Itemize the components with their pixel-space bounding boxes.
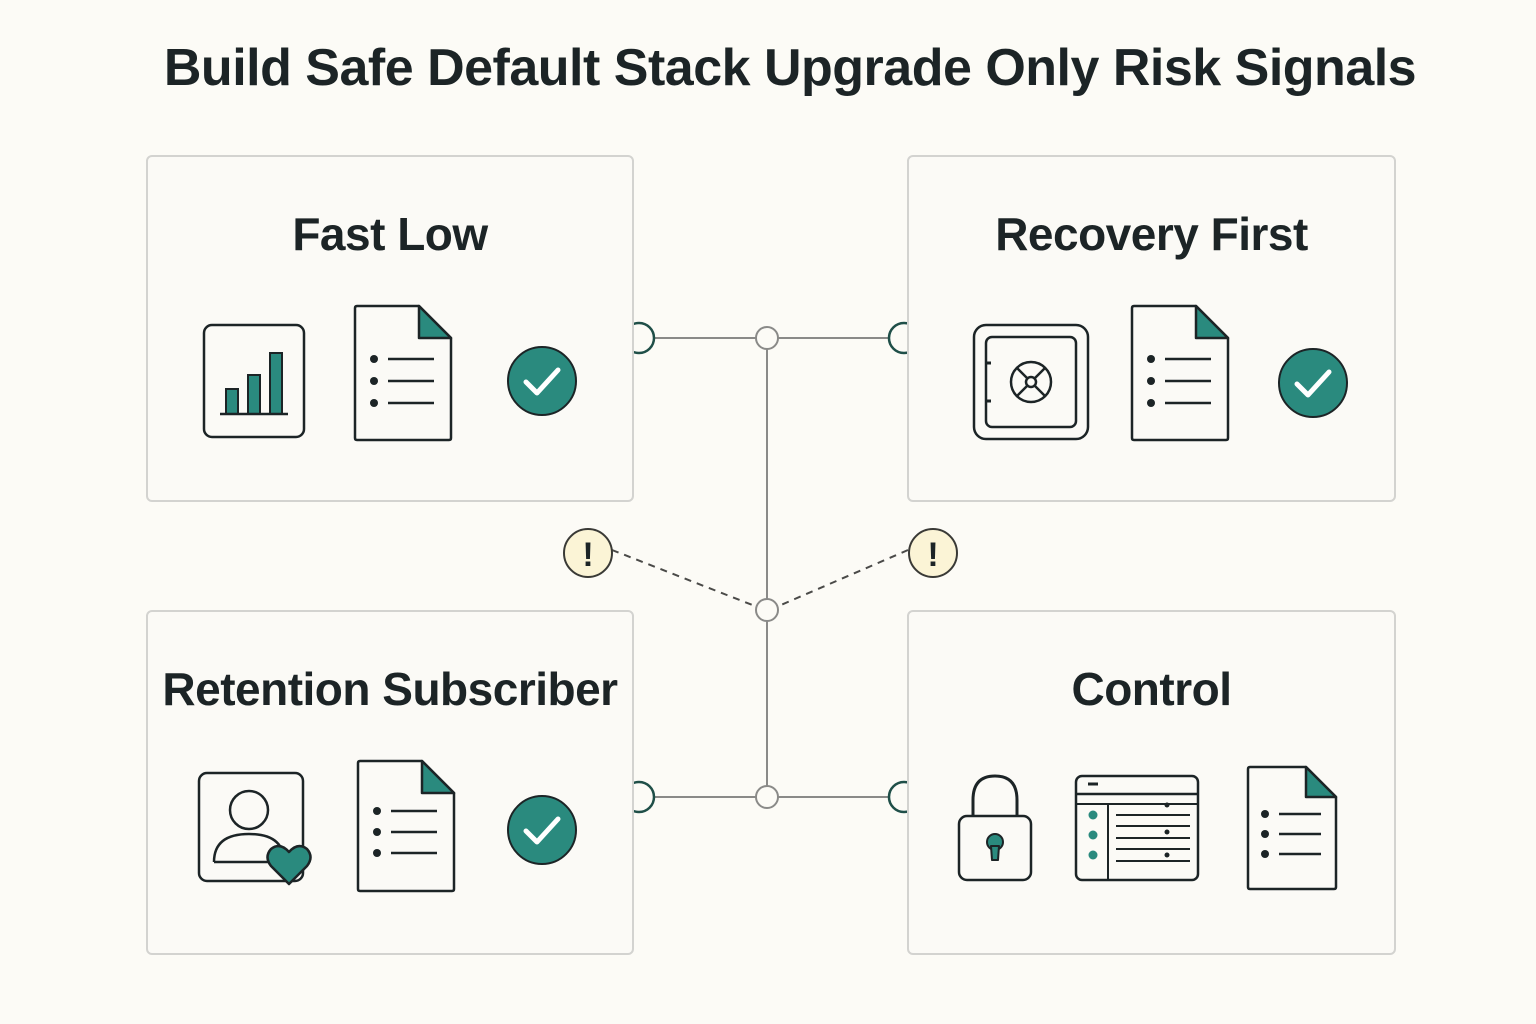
left-warning-dashed-line xyxy=(611,549,761,609)
check-circle-icon xyxy=(507,346,577,416)
warning-mark-right: ! xyxy=(927,536,938,574)
padlock-icon xyxy=(957,774,1033,882)
check-circle-icon xyxy=(507,795,577,865)
panel-title: Recovery First xyxy=(995,208,1308,260)
bar-chart-icon xyxy=(202,323,306,439)
panel-retention-subscriber: Retention Subscriber xyxy=(146,610,634,955)
junction-node-top xyxy=(755,326,779,350)
junction-node-bottom xyxy=(755,785,779,809)
junction-node-middle xyxy=(755,598,779,622)
document-list-icon xyxy=(353,304,453,442)
panel-recovery-first: Recovery First xyxy=(907,155,1396,502)
check-circle-icon xyxy=(1278,348,1348,418)
panel-title: Control xyxy=(1071,663,1232,715)
right-warning-dashed-line xyxy=(773,549,909,609)
warning-badge-right xyxy=(908,528,958,578)
document-list-icon xyxy=(356,759,456,893)
warning-mark-left: ! xyxy=(582,536,593,574)
diagram-title: Build Safe Default Stack Upgrade Only Ri… xyxy=(163,39,1417,97)
document-list-icon xyxy=(1130,304,1230,442)
data-table-icon xyxy=(1074,774,1200,882)
panel-title: Fast Low xyxy=(292,208,488,260)
panel-control: Control xyxy=(907,610,1396,955)
panel-fast-low: Fast Low xyxy=(146,155,634,502)
panel-title: Retention Subscriber xyxy=(162,663,618,715)
vault-safe-icon xyxy=(972,323,1090,441)
warning-badge-left xyxy=(563,528,613,578)
user-heart-icon xyxy=(197,771,312,886)
document-list-icon xyxy=(1246,765,1338,891)
